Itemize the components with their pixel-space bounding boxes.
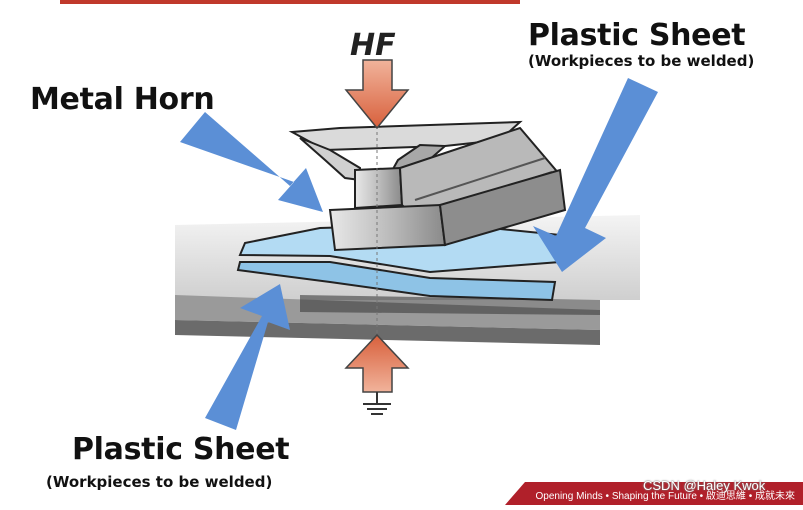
plastic-sheet-bottom-sublabel: (Workpieces to be welded) (46, 473, 273, 491)
metal-horn-label: Metal Horn (30, 82, 215, 117)
plastic-sheet-bottom-label: Plastic Sheet (72, 432, 290, 467)
metal-horn (288, 120, 567, 252)
plastic-sheet-top-label: Plastic Sheet (528, 18, 746, 53)
pointer-arrow-metal-horn (180, 112, 323, 212)
force-arrow-down (344, 59, 410, 130)
pointer-arrow-plastic-bottom (205, 284, 290, 430)
title-fragment (60, 0, 520, 4)
footer-tagline: Opening Minds • Shaping the Future • 啟迪思… (535, 491, 796, 502)
watermark: CSDN @Haley Kwok (643, 478, 766, 493)
footer-band (505, 482, 803, 505)
pointer-arrow-plastic-top (533, 78, 658, 272)
plastic-sheet-lower (236, 261, 557, 302)
plastic-sheet-top-sublabel: (Workpieces to be welded) (528, 52, 755, 70)
force-label: HF (350, 28, 396, 63)
ground-icon (363, 392, 391, 415)
force-arrow-up (344, 333, 410, 393)
